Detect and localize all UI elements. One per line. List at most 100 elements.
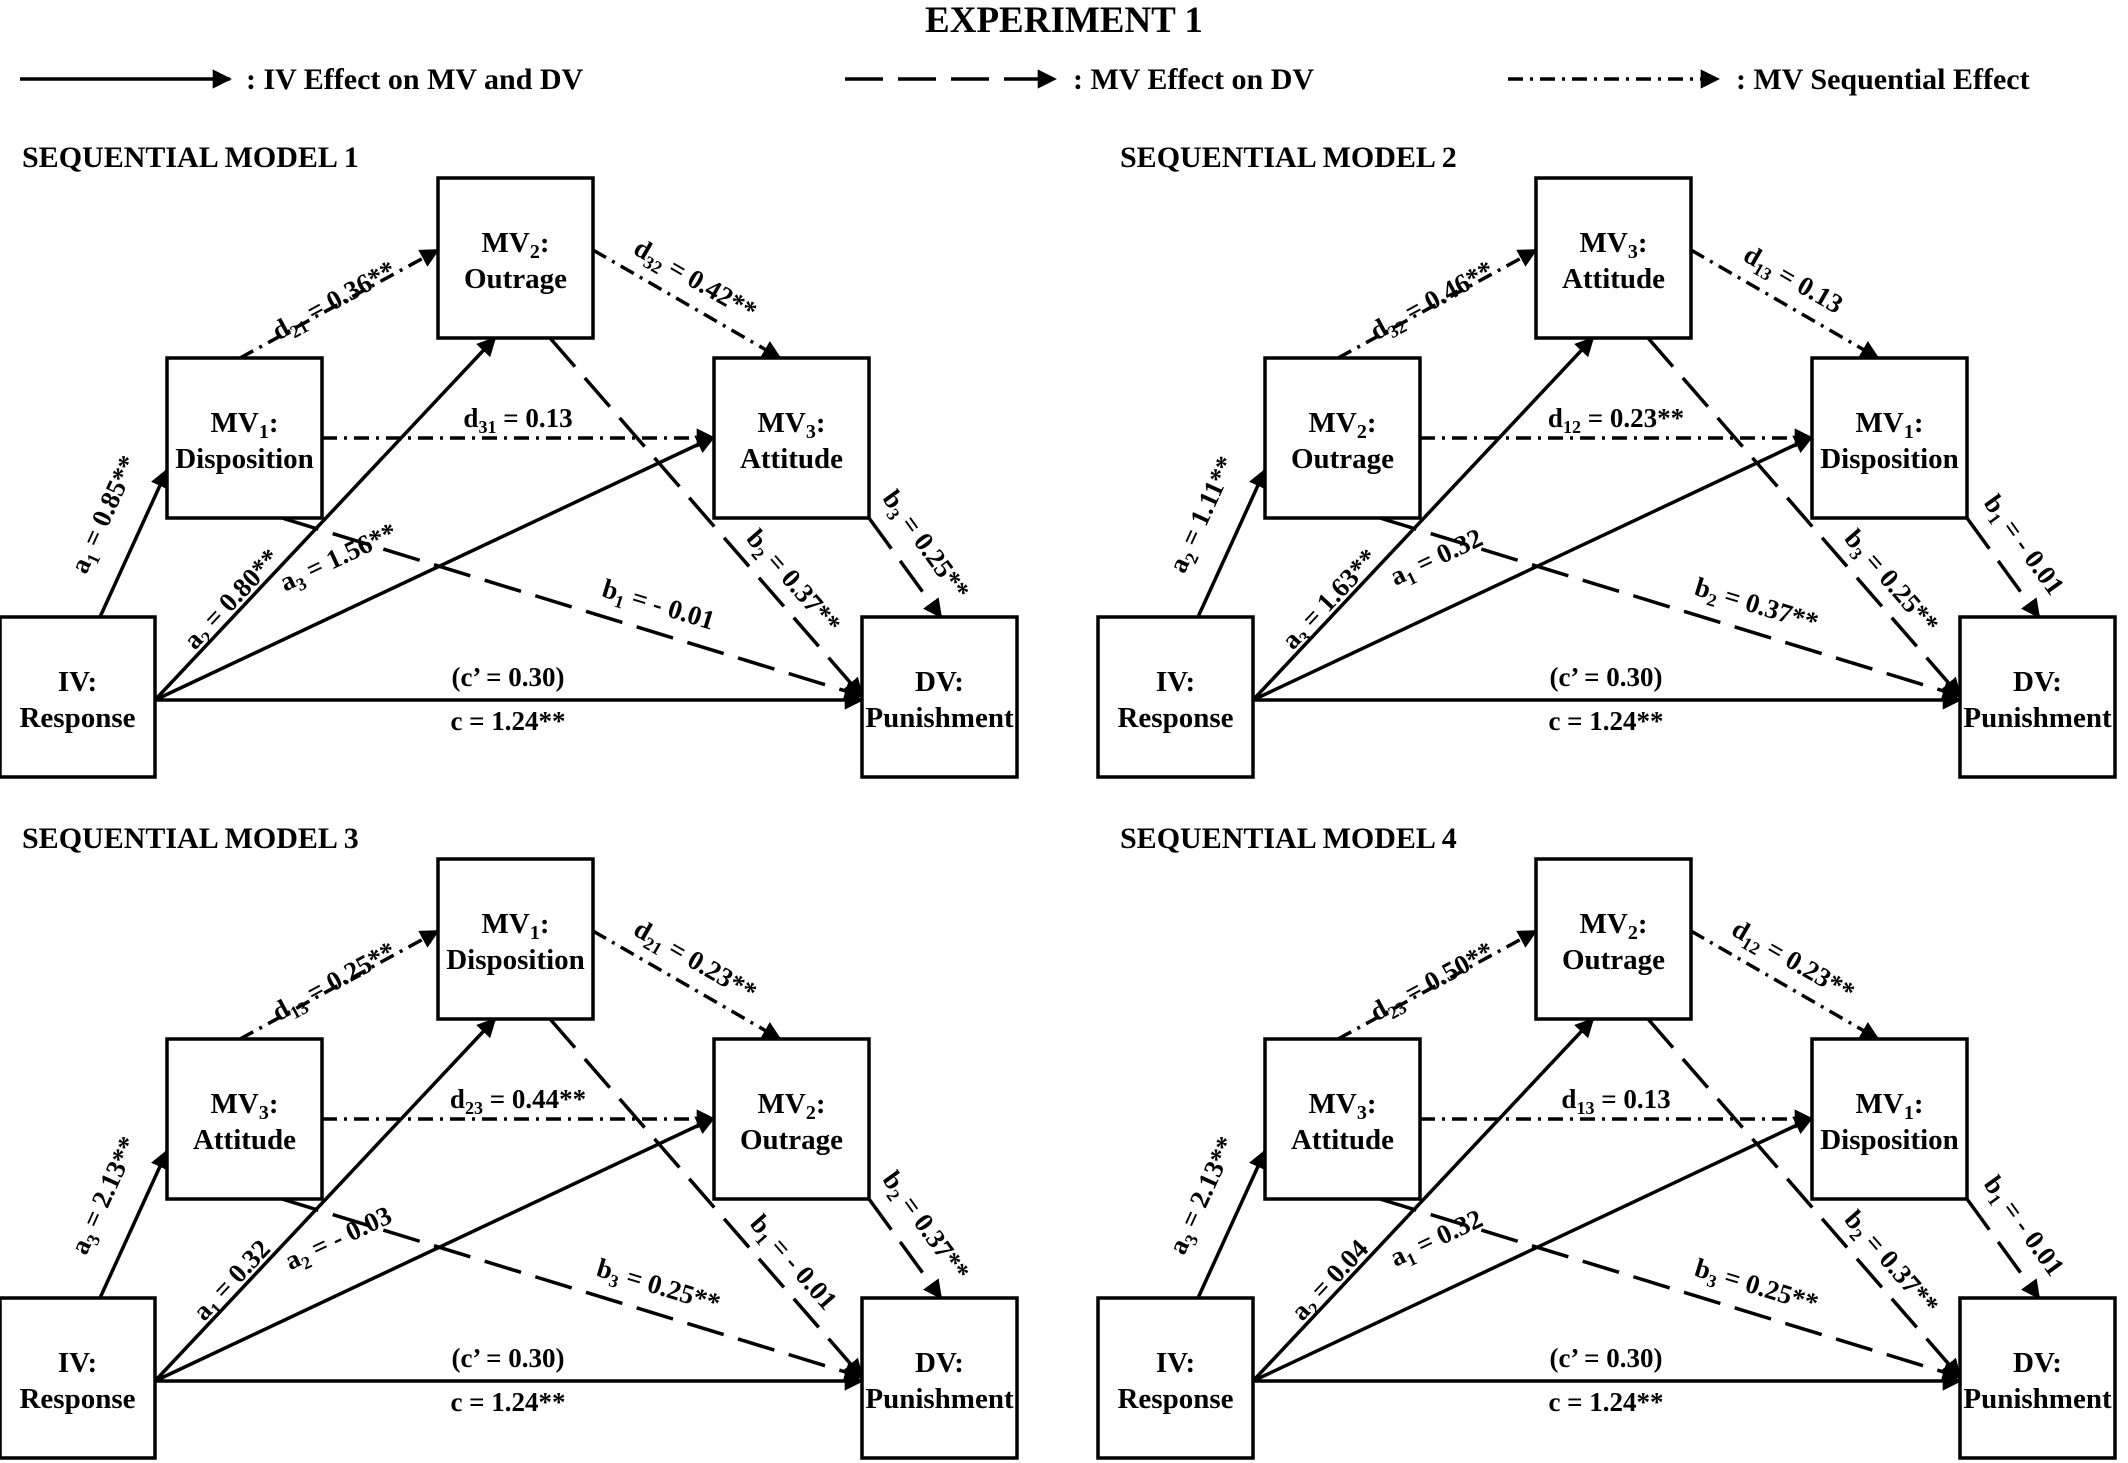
edge-label-a-left: a3 = 2.13**: [1162, 1132, 1245, 1260]
edge-b-left: [281, 1197, 864, 1382]
node-dv: DV:Punishment: [860, 1296, 1019, 1460]
node-dv-line2: Punishment: [1963, 1383, 2112, 1415]
node-iv-line1: IV:: [1156, 666, 1195, 698]
edge-label-b-top: b1 = - 0.01: [741, 1209, 843, 1319]
edge-label-a-left: a1 = 0.85**: [64, 451, 147, 579]
edge-b-top: [548, 1017, 864, 1379]
edge-label-d-mid: d13 = 0.13: [1561, 1084, 1670, 1118]
legend-label-solid: : IV Effect on MV and DV: [246, 63, 584, 96]
edge-d-left: [239, 929, 440, 1041]
node-mv3-line1: MV1:: [1856, 1088, 1924, 1124]
edge-label-a-right: a1 = 0.32: [1385, 522, 1489, 595]
sequential-model-3: SEQUENTIAL MODEL 3 IV: Response MV3:Attitud…: [0, 822, 1019, 1460]
edge-label-c: c = 1.24**: [1548, 706, 1663, 736]
node-mv1-line1: MV3:: [1309, 1088, 1377, 1124]
edge-label-a-right: a3 = 1.56**: [275, 517, 403, 601]
node-iv-line1: IV:: [58, 1347, 97, 1379]
edge-label-c-prime: (c’ = 0.30): [451, 662, 564, 692]
node-iv-line2: Response: [1117, 1383, 1233, 1415]
node-mv1-line2: Disposition: [175, 443, 314, 475]
node-dv-line2: Punishment: [865, 1383, 1014, 1415]
node-mv3-line2: Disposition: [1820, 1124, 1959, 1156]
edge-b-left: [1379, 516, 1962, 701]
edge-label-d-right: d12 = 0.23**: [1725, 913, 1860, 1011]
edge-a-mid: [153, 336, 497, 702]
edge-label-d-left: d21 = 0.36**: [267, 254, 403, 349]
sequential-model-2: SEQUENTIAL MODEL 2IV:ResponseMV2:Outrage…: [1096, 141, 2117, 779]
node-mv2-line2: Outrage: [1562, 944, 1665, 976]
edge-label-b-top: b2 = 0.37**: [738, 523, 847, 641]
edge-label-b-top: b3 = 0.25**: [1836, 523, 1945, 641]
node-mv3-line1: MV3:: [758, 407, 826, 443]
node-mv3: MV2:Outrage: [712, 1037, 871, 1201]
edge-a-mid: [153, 1017, 497, 1383]
edge-label-c: c = 1.24**: [1548, 1387, 1663, 1417]
node-mv2-line2: Outrage: [464, 263, 567, 295]
model-title: SEQUENTIAL MODEL 3: [22, 822, 359, 855]
node-dv-line2: Punishment: [865, 702, 1014, 734]
edge-b-right: [867, 516, 943, 619]
node-dv: DV:Punishment: [1958, 615, 2117, 779]
model-title: SEQUENTIAL MODEL 1: [22, 141, 359, 174]
node-mv2-line1: MV2:: [482, 227, 550, 263]
node-mv2: MV1:Disposition: [436, 857, 595, 1021]
edge-a-left: [1196, 1149, 1267, 1299]
edge-d-right: [592, 929, 782, 1041]
sequential-model-1: SEQUENTIAL MODEL 1IV:ResponseMV1:Disposi…: [0, 141, 1019, 779]
edge-label-a-mid: a1 = 0.32: [187, 1234, 279, 1329]
edge-label-a-mid: a3 = 1.63**: [1276, 543, 1387, 658]
edge-label-d-right: d21 = 0.23**: [627, 913, 762, 1011]
edge-label-b-top: b2 = 0.37**: [1836, 1204, 1945, 1322]
edge-b-top: [548, 336, 864, 698]
node-mv2-line1: MV3:: [1580, 227, 1648, 263]
edge-d-right: [1690, 248, 1880, 360]
node-mv1: MV1:Disposition: [165, 356, 324, 520]
node-iv: IV: Response: [0, 1296, 157, 1460]
node-dv-line1: DV:: [2013, 1347, 2062, 1379]
edge-b-left: [281, 516, 864, 701]
node-iv: IV:Response: [1096, 615, 1255, 779]
edge-label-c-prime: (c’ = 0.30): [1549, 662, 1662, 692]
edge-label-c: c = 1.24**: [450, 1387, 565, 1417]
edge-a-left: [1196, 468, 1267, 618]
edge-label-a-right: a1 = 0.32: [1385, 1203, 1489, 1276]
node-mv1-line2: Outrage: [1291, 443, 1394, 475]
edge-label-c-prime: (c’ = 0.30): [1549, 1343, 1662, 1373]
node-mv1: MV3:Attitude: [165, 1037, 324, 1201]
edge-label-d-right: d32 = 0.42**: [627, 232, 762, 330]
node-iv-line1: IV:: [58, 666, 97, 698]
edge-label-a-right: a2 = - 0.03: [280, 1200, 398, 1279]
node-mv1-line1: MV2:: [1309, 407, 1377, 443]
edge-d-left: [239, 248, 440, 360]
edge-label-d-left: d13 = 0.25**: [267, 935, 403, 1030]
edge-d-left: [1337, 929, 1538, 1041]
node-dv: DV:Punishment: [860, 615, 1019, 779]
edge-a-right: [154, 435, 716, 702]
node-mv3: MV3:Attitude: [712, 356, 871, 520]
edge-a-right: [1252, 1116, 1814, 1383]
edge-label-a-mid: a2 = 0.04: [1285, 1234, 1377, 1329]
edge-label-b-left: b1 = - 0.01: [598, 573, 719, 639]
node-iv-line1: IV:: [1156, 1347, 1195, 1379]
edge-label-d-mid: d23 = 0.44**: [450, 1084, 586, 1118]
legend: : IV Effect on MV and DV: MV Effect on D…: [20, 63, 2030, 96]
node-mv3-line1: MV2:: [758, 1088, 826, 1124]
node-mv2-line1: MV1:: [482, 908, 550, 944]
edge-label-c: c = 1.24**: [450, 706, 565, 736]
node-mv3-line2: Outrage: [740, 1124, 843, 1156]
sequential-model-4: SEQUENTIAL MODEL 4IV:ResponseMV3:Attitud…: [1096, 822, 2117, 1460]
edge-b-right: [1965, 516, 2041, 619]
edge-a-mid: [1251, 1017, 1595, 1383]
node-iv-line2: Response: [19, 1383, 135, 1415]
node-mv3-line1: MV1:: [1856, 407, 1924, 443]
edge-a-right: [154, 1116, 716, 1383]
edge-a-right: [1252, 435, 1814, 702]
edge-label-d-left: d23 = 0.50**: [1365, 935, 1501, 1030]
edge-label-b-left: b2 = 0.37**: [1690, 571, 1822, 641]
node-mv2: MV2:Outrage: [436, 176, 595, 340]
node-mv1: MV2:Outrage: [1263, 356, 1422, 520]
node-iv: IV: Response: [1096, 1296, 1255, 1460]
node-mv3: MV1:Disposition: [1810, 1037, 1969, 1201]
model-title: SEQUENTIAL MODEL 4: [1120, 822, 1457, 855]
